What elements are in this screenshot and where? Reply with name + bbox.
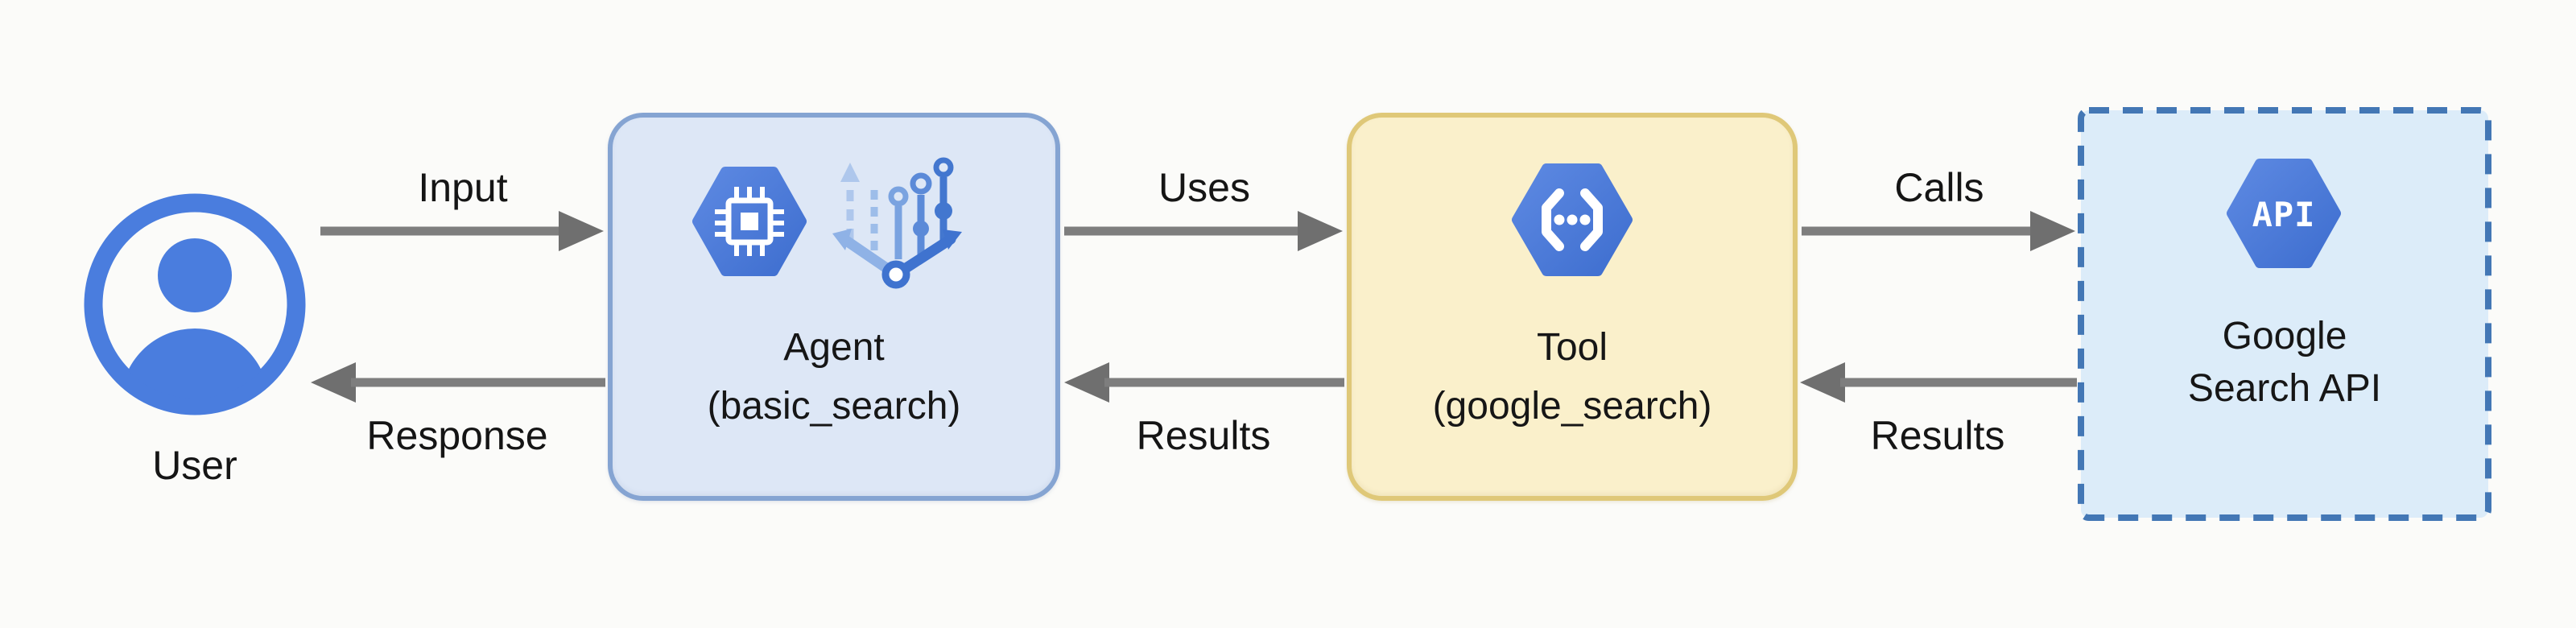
user-label: User bbox=[152, 443, 237, 488]
results-api-tool-label: Results bbox=[1870, 413, 2005, 458]
results-tool-agent-arrow bbox=[1063, 357, 1344, 408]
tool-title: Tool bbox=[1536, 326, 1608, 369]
api-hexagon-icon: API bbox=[2223, 155, 2344, 272]
user-circle-icon bbox=[84, 193, 306, 415]
cpu-hexagon-icon bbox=[689, 163, 810, 280]
calls-arrow bbox=[1802, 205, 2077, 257]
api-box bbox=[2077, 106, 2492, 522]
uses-arrow bbox=[1064, 205, 1344, 257]
results-tool-agent-label: Results bbox=[1136, 413, 1271, 458]
response-arrow bbox=[309, 357, 605, 408]
results-api-tool-arrow bbox=[1798, 357, 2077, 408]
api-title-line2: Search API bbox=[2187, 367, 2382, 410]
input-label: Input bbox=[418, 165, 508, 210]
agent-title: Agent bbox=[783, 326, 885, 369]
functions-hexagon-icon bbox=[1508, 159, 1637, 280]
user-node bbox=[82, 192, 308, 417]
api-hex-label: API bbox=[2252, 195, 2316, 234]
response-label: Response bbox=[366, 413, 548, 458]
input-arrow bbox=[320, 205, 605, 257]
agent-box bbox=[608, 113, 1060, 501]
tool-subtitle: (google_search) bbox=[1432, 385, 1712, 428]
calls-label: Calls bbox=[1894, 165, 1984, 210]
branch-flow-icon bbox=[826, 156, 967, 289]
agent-subtitle: (basic_search) bbox=[707, 385, 961, 428]
uses-label: Uses bbox=[1158, 165, 1250, 210]
api-title-line1: Google bbox=[2222, 315, 2347, 357]
